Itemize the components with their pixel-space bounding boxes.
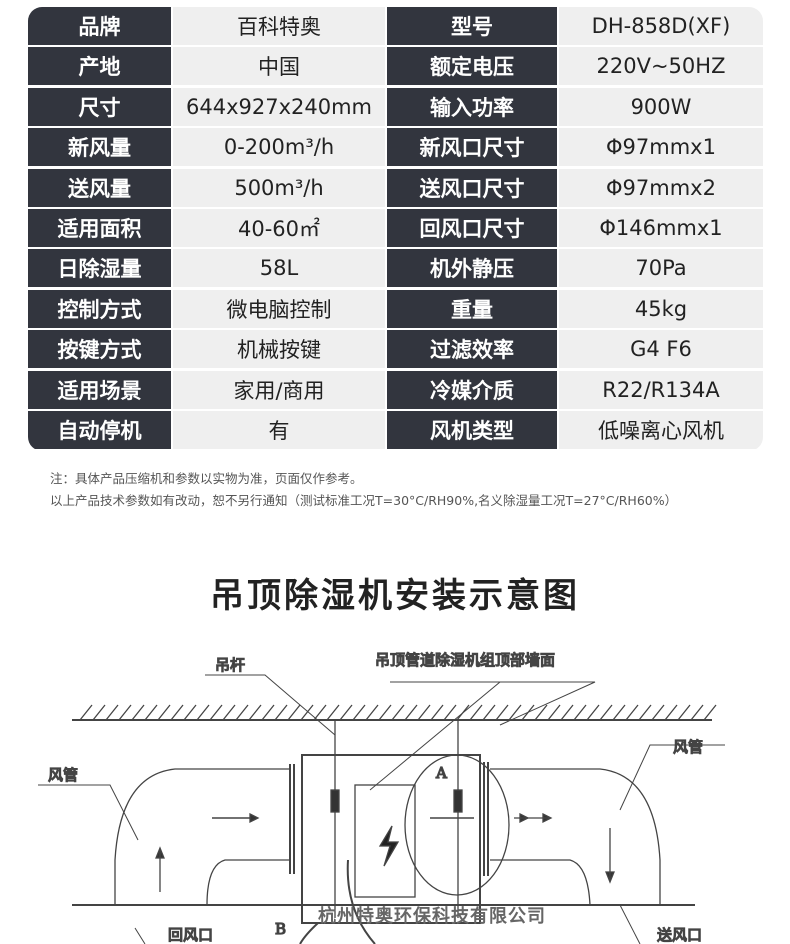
spec-value: 70Pa <box>559 249 763 288</box>
spec-key: 送风口尺寸 <box>387 168 557 207</box>
spec-key: 额定电压 <box>387 47 557 86</box>
spec-value: 0-200m³/h <box>173 128 385 167</box>
label-return: 回风口 <box>168 926 213 944</box>
spec-key: 重量 <box>387 289 557 328</box>
label-unit-top: 吊顶管道除湿机组顶部墙面 <box>375 651 555 669</box>
spec-key: 新风量 <box>28 128 171 167</box>
left-duct <box>114 768 290 906</box>
label-b: B <box>275 920 286 938</box>
spec-value: G4 F6 <box>559 330 763 369</box>
spec-value: Φ97mmx1 <box>559 128 763 167</box>
spec-key: 品牌 <box>28 7 171 45</box>
label-rod: 吊杆 <box>215 656 245 674</box>
spec-value: 中国 <box>173 47 385 86</box>
spec-key: 适用场景 <box>28 370 171 409</box>
watermark: 杭州特奥环保科技有限公司 <box>318 906 546 927</box>
spec-key: 型号 <box>387 7 557 45</box>
detail-circle-a <box>404 754 510 896</box>
spec-key: 自动停机 <box>28 410 171 449</box>
note-1: 注：具体产品压缩机和参数以实物为准，页面仅作参考。 <box>50 471 363 486</box>
spec-value: 微电脑控制 <box>173 289 385 328</box>
spec-value: 500m³/h <box>173 168 385 207</box>
spec-key: 日除湿量 <box>28 249 171 288</box>
diagram-title: 吊顶除湿机安装示意图 <box>210 576 580 616</box>
spec-value: 家用/商用 <box>173 370 385 409</box>
spec-value: 220V~50HZ <box>559 47 763 86</box>
spec-value: 百科特奥 <box>173 7 385 45</box>
spec-value: 40-60㎡ <box>173 208 385 247</box>
spec-value: DH-858D(XF) <box>559 7 763 45</box>
spec-value: 45kg <box>559 289 763 328</box>
spec-key: 控制方式 <box>28 289 171 328</box>
spec-key: 输入功率 <box>387 87 557 126</box>
spec-value: 644x927x240mm <box>173 87 385 126</box>
dehumidifier-unit <box>301 754 481 924</box>
spec-value: Φ146mmx1 <box>559 208 763 247</box>
spec-key: 风机类型 <box>387 410 557 449</box>
spec-value: R22/R134A <box>559 370 763 409</box>
spec-value: Φ97mmx2 <box>559 168 763 207</box>
spec-value: 有 <box>173 410 385 449</box>
spec-key: 新风口尺寸 <box>387 128 557 167</box>
spec-key: 机外静压 <box>387 249 557 288</box>
ceiling-hatch <box>79 704 717 721</box>
label-supply: 送风口 <box>657 926 702 944</box>
spec-value: 58L <box>173 249 385 288</box>
spec-key: 过滤效率 <box>387 330 557 369</box>
spec-row: 自动停机有风机类型低噪离心风机 <box>28 410 763 449</box>
spec-value: 机械按键 <box>173 330 385 369</box>
spec-key: 产地 <box>28 47 171 86</box>
spec-key: 回风口尺寸 <box>387 208 557 247</box>
right-duct <box>490 768 661 906</box>
label-duct-left: 风管 <box>48 766 78 784</box>
spec-key: 尺寸 <box>28 87 171 126</box>
spec-value: 低噪离心风机 <box>559 410 763 449</box>
unit-panel <box>354 784 416 898</box>
label-duct-right: 风管 <box>673 738 703 756</box>
spec-key: 冷媒介质 <box>387 370 557 409</box>
lightning-icon <box>378 825 400 867</box>
spec-key: 送风量 <box>28 168 171 207</box>
spec-key: 按键方式 <box>28 330 171 369</box>
spec-key: 适用面积 <box>28 208 171 247</box>
label-a: A <box>435 764 447 782</box>
note-2: 以上产品技术参数如有改动，恕不另行通知（测试标准工况T=30°C/RH90%,名… <box>50 493 678 508</box>
spec-value: 900W <box>559 87 763 126</box>
